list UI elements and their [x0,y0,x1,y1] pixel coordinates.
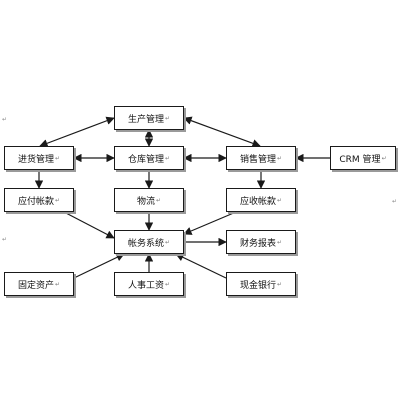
paragraph-mark: ↵ [276,238,283,246]
node-label: 应收帐款 [239,196,276,207]
node-label: 进货管理 [17,154,54,165]
stray-paragraph-mark: ↵ [392,198,398,205]
node-payroll: 人事工资↵ [114,272,184,296]
connector-production-sales [183,116,261,148]
paragraph-mark: ↵ [381,154,387,162]
paragraph-mark: ↵ [276,196,283,204]
stray-paragraph-mark: ↵ [2,236,8,243]
node-accounting: 帐务系统↵ [114,230,184,254]
node-label: 现金银行 [239,280,276,291]
node-cash-bank: 现金银行↵ [226,272,296,296]
node-label: 仓库管理 [127,154,164,165]
paragraph-mark: ↵ [276,280,283,288]
paragraph-mark: ↵ [54,280,61,288]
node-purchasing: 进货管理↵ [4,146,74,170]
node-production: 生产管理↵ [114,106,184,130]
node-sales: 销售管理↵ [226,146,296,170]
node-warehouse: 仓库管理↵ [114,146,184,170]
paragraph-mark: ↵ [164,280,171,288]
node-label: CRM 管理 [339,154,381,165]
connector-fixed_assets-accounting [73,253,125,279]
node-label: 固定资产 [17,280,54,291]
paragraph-mark: ↵ [164,238,171,246]
paragraph-mark: ↵ [164,114,171,122]
node-payables: 应付帐款↵ [4,188,74,212]
paragraph-mark: ↵ [276,154,283,162]
connector-production-purchasing [39,116,115,148]
connector-payables-accounting [63,211,115,239]
node-logistics: 物流↵ [114,188,184,212]
node-label: 应付帐款 [17,196,54,207]
node-label: 财务报表 [239,238,276,249]
node-financial-reports: 财务报表↵ [226,230,296,254]
node-label: 帐务系统 [127,238,164,249]
connector-cash_bank-accounting [175,253,227,279]
paragraph-mark: ↵ [155,196,162,204]
node-label: 生产管理 [127,114,164,125]
stray-paragraph-mark: ↵ [2,116,8,123]
node-crm: CRM 管理↵ [330,146,396,170]
node-fixed-assets: 固定资产↵ [4,272,74,296]
connector-receivables-accounting [183,211,237,235]
paragraph-mark: ↵ [164,154,171,162]
node-label: 销售管理 [239,154,276,165]
paragraph-mark: ↵ [54,154,61,162]
paragraph-mark: ↵ [54,196,61,204]
node-label: 物流 [136,196,155,207]
node-label: 人事工资 [127,280,164,291]
node-receivables: 应收帐款↵ [226,188,296,212]
